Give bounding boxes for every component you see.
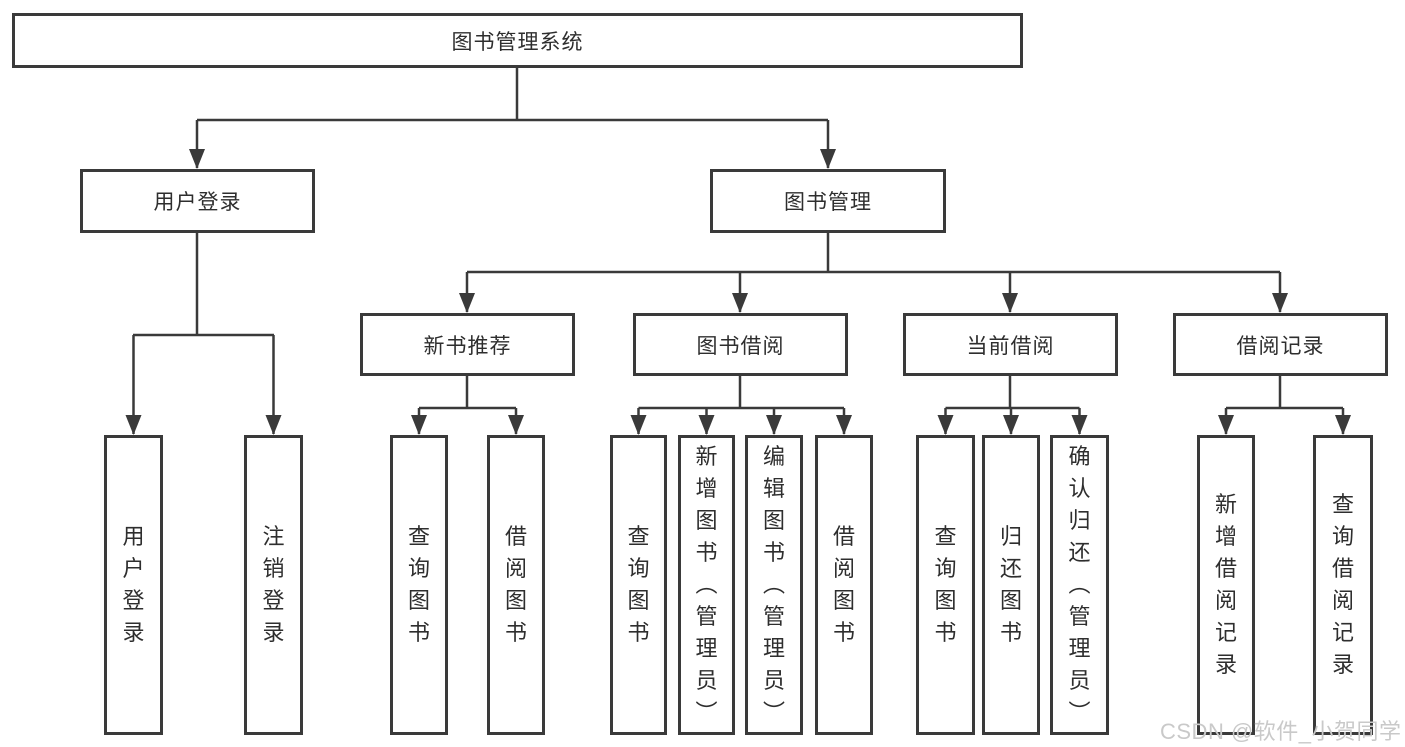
leaf-label-char: 借 — [1331, 556, 1354, 581]
leaf-label-char: 借 — [1214, 556, 1237, 581]
leaf-label-char: 书 — [695, 540, 718, 565]
csdn-watermark: CSDN @软件_小贺同学 — [1160, 719, 1402, 744]
leaf-label-char: 查 — [627, 524, 650, 549]
leaf-label-char: 增 — [695, 476, 718, 501]
leaf-label-char: 理 — [695, 636, 718, 661]
leaf-label-char: 记 — [1214, 620, 1237, 645]
leaf-label-char: 询 — [627, 556, 650, 581]
leaf-query-borrow-record: 查询借阅记录 — [1313, 435, 1373, 735]
leaf-label-char: 书 — [999, 620, 1022, 645]
leaf-label-char: 编 — [762, 444, 785, 469]
leaf-add-books-admin: 新增图书 ︵ 管理员 ︶ — [678, 435, 735, 735]
leaf-logout: 注销登录 — [244, 435, 303, 735]
leaf-label-char: 图 — [407, 588, 430, 613]
leaf-label-char: 理 — [1068, 636, 1091, 661]
leaf-current-query-books: 查询图书 — [916, 435, 975, 735]
leaf-borrowing-borrow-books: 借阅图书 — [815, 435, 873, 735]
leaf-label-char: 员 — [762, 668, 785, 693]
leaf-label-char: 还 — [1068, 540, 1091, 565]
leaf-label-char: 图 — [934, 588, 957, 613]
leaf-label-char: 理 — [762, 636, 785, 661]
leaf-label-char: 确 — [1068, 444, 1091, 469]
leaf-label-char: 辑 — [762, 476, 785, 501]
leaf-label-char: 录 — [122, 620, 145, 645]
leaf-label-char: 员 — [695, 668, 718, 693]
leaf-label-char: 归 — [1068, 508, 1091, 533]
leaf-label-char: 查 — [407, 524, 430, 549]
leaf-label-char: 借 — [832, 524, 855, 549]
leaf-label-char: 询 — [407, 556, 430, 581]
leaf-label-char: ︶ — [695, 700, 718, 725]
leaf-label-char: 销 — [262, 556, 285, 581]
leaf-label-char: 录 — [1331, 652, 1354, 677]
node-borrow-records: 借阅记录 — [1173, 313, 1388, 376]
leaf-label-char: 书 — [934, 620, 957, 645]
leaf-label-char: 图 — [504, 588, 527, 613]
leaf-label-char: 登 — [122, 588, 145, 613]
leaf-label-char: 注 — [262, 524, 285, 549]
leaf-return-books: 归还图书 — [982, 435, 1040, 735]
leaf-label-char: 新 — [695, 444, 718, 469]
leaf-confirm-return-admin: 确认归还 ︵ 管理员 ︶ — [1050, 435, 1109, 735]
leaf-edit-books-admin: 编辑图书 ︵ 管理员 ︶ — [745, 435, 803, 735]
leaf-label-char: 书 — [627, 620, 650, 645]
leaf-label-char: 录 — [1214, 652, 1237, 677]
leaf-label-char: 书 — [762, 540, 785, 565]
node-book-borrowing: 图书借阅 — [633, 313, 848, 376]
leaf-label-char: 询 — [1331, 524, 1354, 549]
leaf-label-char: 图 — [627, 588, 650, 613]
leaf-recommend-borrow-books: 借阅图书 — [487, 435, 545, 735]
leaf-label-char: 图 — [832, 588, 855, 613]
node-new-book-recommend: 新书推荐 — [360, 313, 575, 376]
leaf-label-char: 录 — [262, 620, 285, 645]
leaf-label-char: 图 — [762, 508, 785, 533]
leaf-label-char: 书 — [832, 620, 855, 645]
leaf-label-char: 查 — [934, 524, 957, 549]
leaf-label-char: 借 — [504, 524, 527, 549]
leaf-label-char: 管 — [695, 604, 718, 629]
leaf-label-char: 阅 — [1331, 588, 1354, 613]
leaf-label-char: ︵ — [695, 572, 718, 597]
leaf-label-char: ︶ — [762, 700, 785, 725]
leaf-label-char: ︶ — [1068, 700, 1091, 725]
leaf-label-char: 户 — [122, 556, 145, 581]
leaf-borrowing-query-books: 查询图书 — [610, 435, 667, 735]
leaf-label-char: 查 — [1331, 492, 1354, 517]
leaf-label-char: 新 — [1214, 492, 1237, 517]
node-user-login-branch: 用户登录 — [80, 169, 315, 233]
leaf-label-char: 阅 — [1214, 588, 1237, 613]
node-root-system: 图书管理系统 — [12, 13, 1023, 68]
leaf-label-char: 图 — [999, 588, 1022, 613]
node-book-management-branch: 图书管理 — [710, 169, 946, 233]
leaf-label-char: 书 — [504, 620, 527, 645]
leaf-recommend-query-books: 查询图书 — [390, 435, 448, 735]
leaf-label-char: 归 — [999, 524, 1022, 549]
leaf-add-borrow-record: 新增借阅记录 — [1197, 435, 1255, 735]
leaf-label-char: ︵ — [1068, 572, 1091, 597]
leaf-label-char: 增 — [1214, 524, 1237, 549]
leaf-label-char: 管 — [762, 604, 785, 629]
leaf-label-char: 记 — [1331, 620, 1354, 645]
leaf-label-char: 阅 — [832, 556, 855, 581]
leaf-label-char: 阅 — [504, 556, 527, 581]
leaf-label-char: 书 — [407, 620, 430, 645]
node-current-borrowing: 当前借阅 — [903, 313, 1118, 376]
leaf-label-char: 询 — [934, 556, 957, 581]
leaf-label-char: 认 — [1068, 476, 1091, 501]
leaf-label-char: 图 — [695, 508, 718, 533]
leaf-label-char: 还 — [999, 556, 1022, 581]
leaf-label-char: 登 — [262, 588, 285, 613]
leaf-user-login: 用户登录 — [104, 435, 163, 735]
leaf-label-char: 员 — [1068, 668, 1091, 693]
leaf-label-char: 用 — [122, 524, 145, 549]
leaf-label-char: 管 — [1068, 604, 1091, 629]
leaf-label-char: ︵ — [762, 572, 785, 597]
